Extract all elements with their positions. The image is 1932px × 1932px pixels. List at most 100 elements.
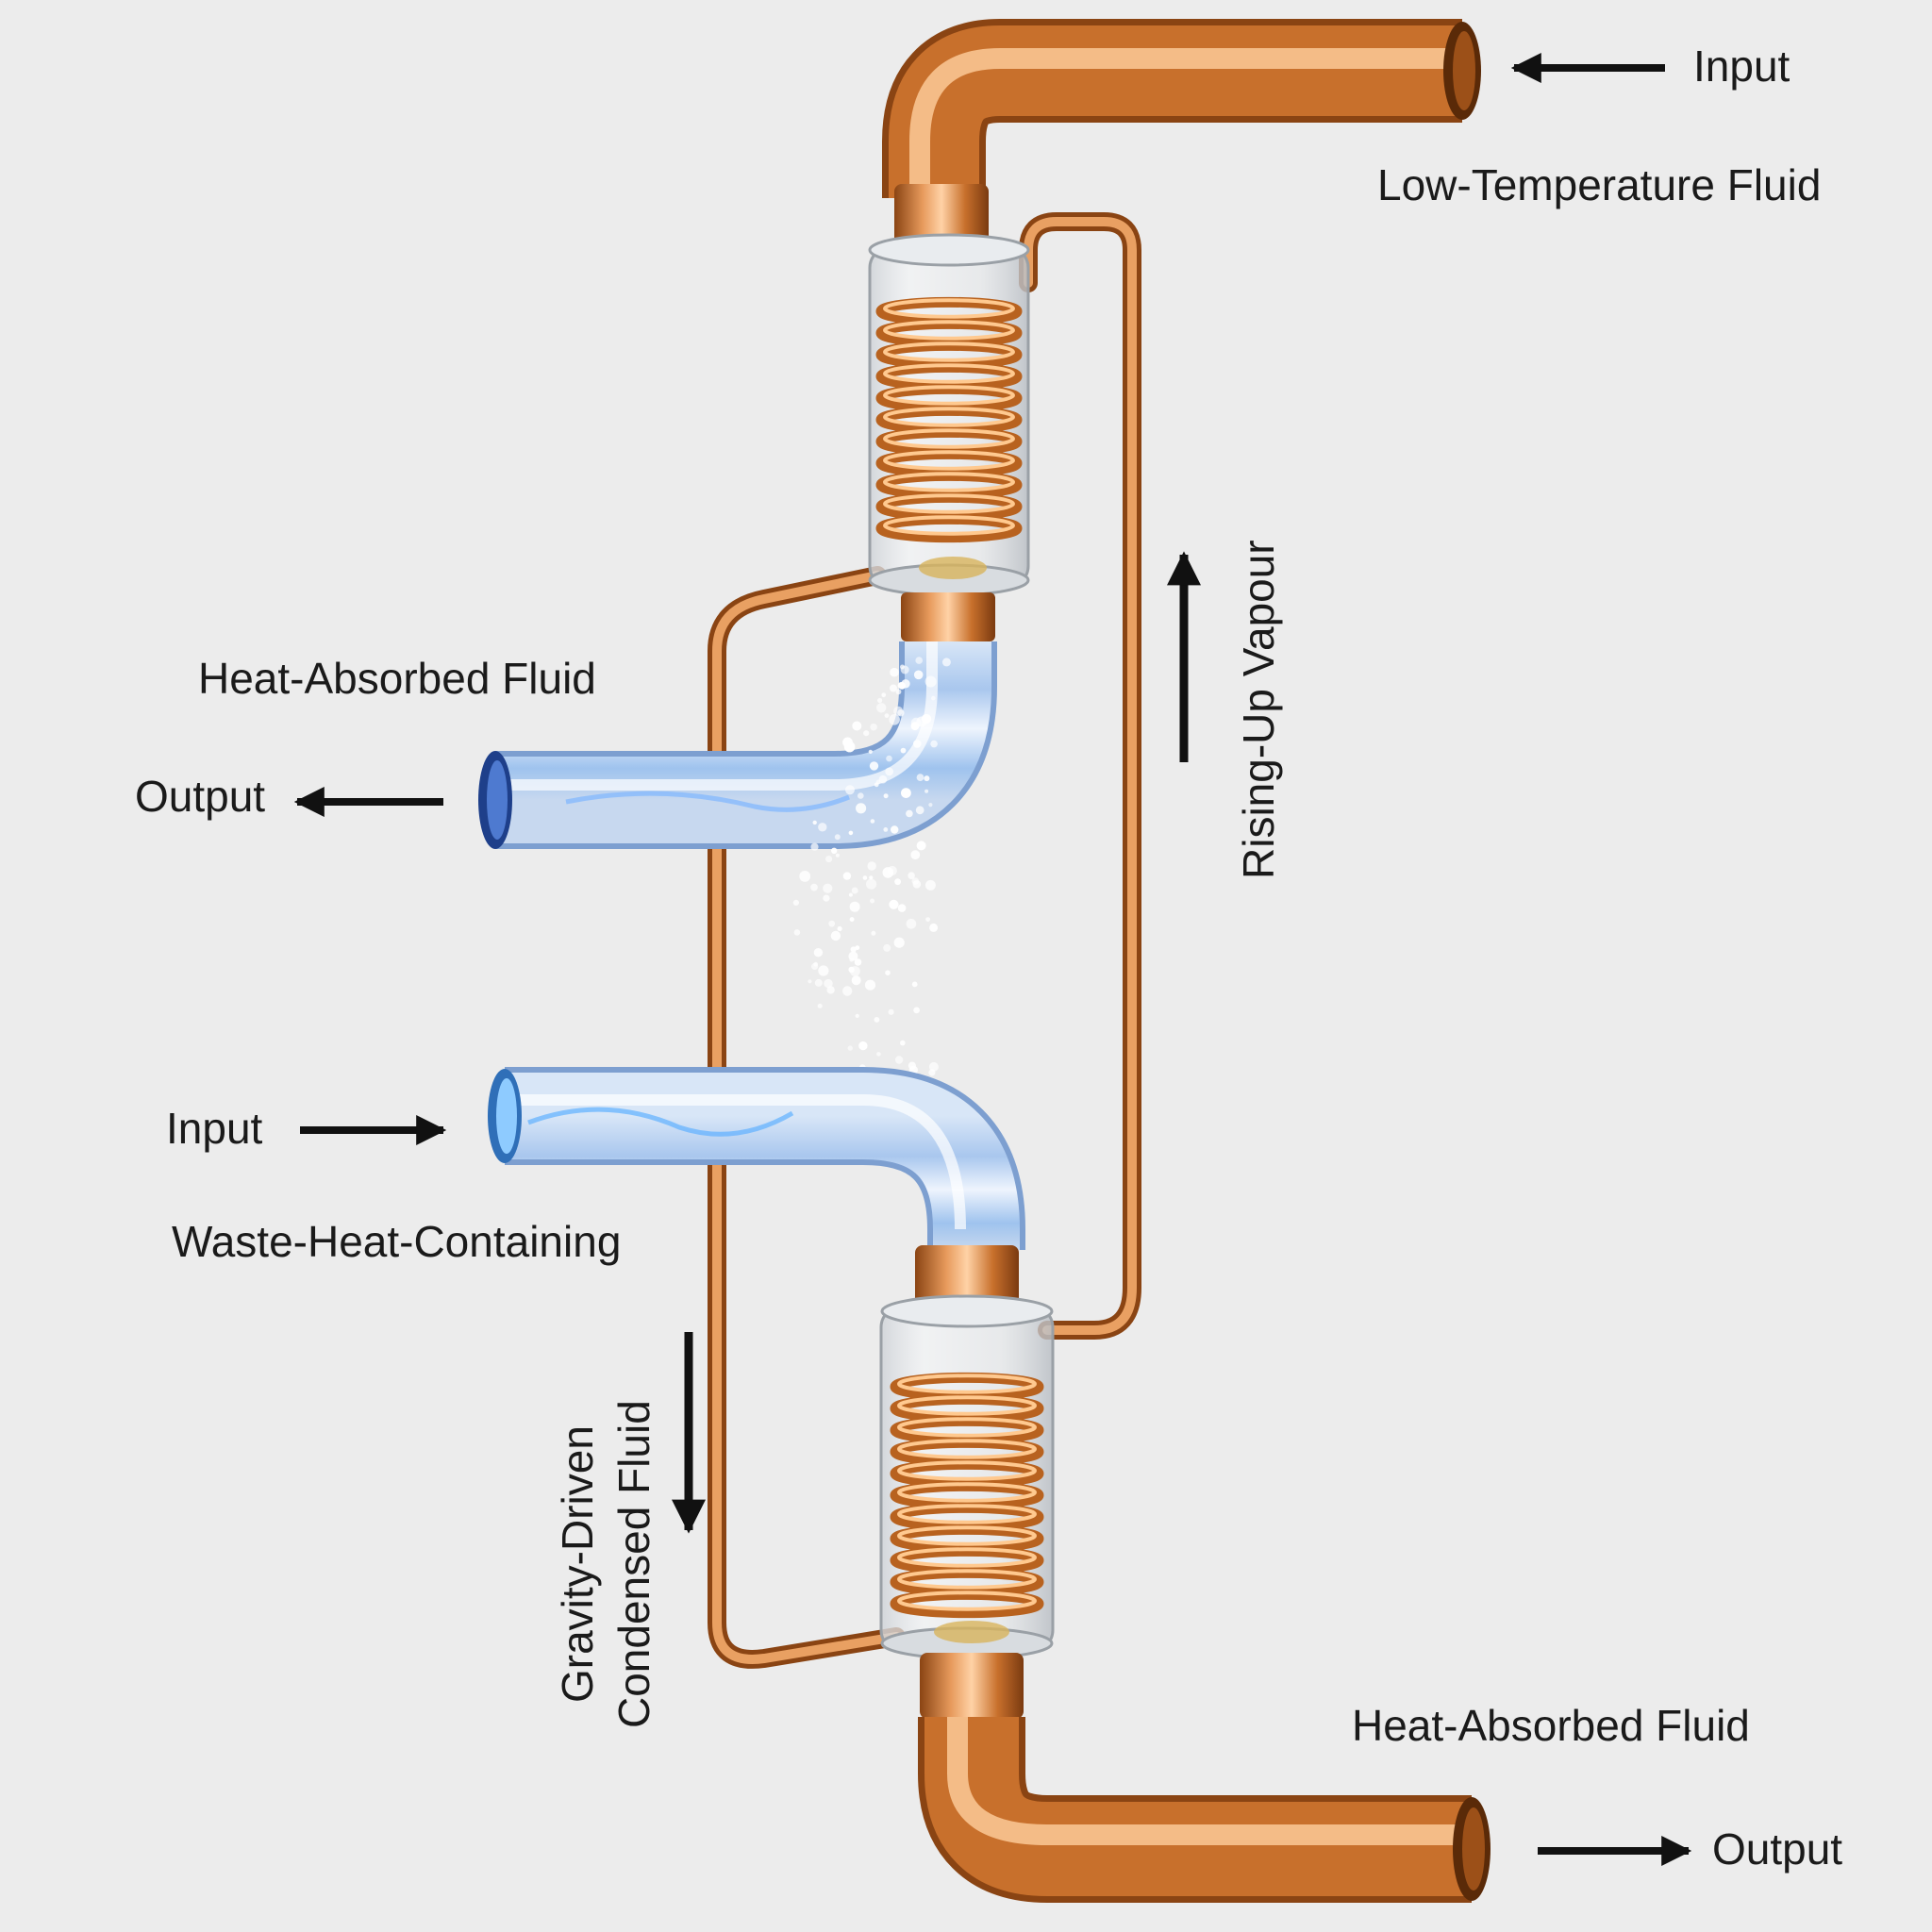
vapour-bubble — [930, 740, 938, 748]
coil-highlight — [897, 1569, 1037, 1590]
vapour-bubble — [881, 692, 887, 698]
vapour-bubble — [855, 1013, 859, 1018]
vapour-bubble — [893, 937, 905, 948]
vapour-bubble — [924, 675, 937, 688]
top-input-label: Input — [1693, 42, 1790, 91]
vapour-bubble — [874, 1017, 880, 1023]
coil-turn — [875, 513, 1023, 543]
vapour-bubble — [818, 823, 827, 832]
vapour-bubble — [870, 898, 875, 904]
vapour-bubble — [858, 1041, 868, 1051]
coil-highlight — [883, 472, 1015, 492]
coil-highlight — [883, 341, 1015, 362]
vapour-bubble — [878, 774, 888, 784]
vapour-bubble — [835, 853, 840, 858]
lower-input-label: Input — [166, 1104, 263, 1153]
vapour-bubble — [823, 883, 833, 893]
lower-evaporator-chamber — [879, 1294, 1055, 1660]
vapour-bubble — [924, 789, 929, 793]
vapour-bubble — [834, 834, 841, 841]
vapour-bubble — [849, 958, 854, 962]
vapour-bubble — [870, 723, 877, 731]
vapour-bubble — [900, 664, 905, 670]
vapour-bubble — [826, 986, 835, 994]
vapour-bubble — [837, 925, 842, 932]
vapour-bubble — [900, 747, 907, 754]
vapour-bubble — [910, 722, 920, 731]
vapour-bubble — [916, 841, 926, 851]
coil-highlight — [897, 1374, 1037, 1394]
vapour-bubble — [813, 961, 819, 967]
vapour-bubble — [870, 819, 875, 824]
vapour-bubble — [897, 682, 905, 689]
vapour-bubble — [916, 774, 924, 781]
vapour-bubble — [894, 878, 901, 886]
vapour-bubble — [888, 1008, 894, 1015]
vapour-bubble — [813, 948, 824, 958]
top-input-fluid-label: Low-Temperature Fluid — [1377, 160, 1821, 209]
vapour-bubble — [924, 775, 930, 782]
vapour-bubble — [913, 670, 924, 680]
vapour-bubble — [887, 865, 897, 876]
vapour-bubble — [866, 878, 877, 890]
vapour-bubble — [831, 847, 838, 854]
vapour-bubble — [929, 923, 939, 932]
upper-glass-outlet-pipe — [478, 592, 997, 849]
lower-coil — [890, 1372, 1044, 1619]
vapour-bubble — [913, 740, 922, 748]
coil-highlight — [897, 1460, 1037, 1481]
vapour-bubble — [851, 887, 858, 894]
vapour-bubble — [928, 1069, 936, 1076]
vapour-bubble — [885, 767, 894, 776]
vapour-bubble — [850, 946, 857, 953]
lower-input-fluid-label: Waste-Heat-Containing — [172, 1217, 621, 1266]
vapour-bubble — [842, 986, 853, 996]
vapour-bubble — [847, 1045, 853, 1051]
vapour-bubble — [928, 1061, 939, 1072]
vapour-bubble — [894, 1056, 904, 1064]
vapour-bubble — [915, 657, 923, 664]
vapour-bubble — [817, 1003, 823, 1008]
coil-highlight — [883, 450, 1015, 471]
vapour-bubble — [810, 883, 818, 891]
vapour-bubble — [856, 803, 867, 814]
vapour-bubble — [876, 1052, 881, 1057]
vapour-bubble — [924, 879, 936, 891]
vapour-bubble — [818, 965, 829, 976]
vapour-bubble — [808, 979, 812, 984]
coil-turn — [890, 1589, 1044, 1619]
coil-highlight — [883, 363, 1015, 384]
vapour-bubble — [854, 958, 862, 966]
coil-highlight — [883, 428, 1015, 449]
vapour-bubble — [915, 806, 924, 815]
vapour-bubble — [875, 779, 881, 785]
bottom-output-fluid-label: Heat-Absorbed Fluid — [1352, 1701, 1750, 1750]
vapour-bubble — [911, 981, 918, 988]
coil-highlight — [897, 1547, 1037, 1568]
vapour-bubble — [848, 892, 853, 897]
rising-vapour-label: Rising-Up Vapour — [1234, 540, 1283, 879]
vapour-bubble — [901, 788, 911, 798]
vapour-bubble — [863, 730, 870, 737]
coil-highlight — [883, 407, 1015, 427]
vapour-bubble — [911, 877, 920, 885]
vapour-bubble — [890, 667, 899, 677]
vapour-bubble — [814, 978, 823, 987]
vapour-bubble — [830, 930, 841, 941]
vapour-bubble — [906, 918, 917, 929]
coil-highlight — [897, 1525, 1037, 1546]
vapour-bubble — [824, 978, 833, 989]
coil-highlight — [883, 320, 1015, 341]
vapour-bubble — [868, 749, 873, 755]
vapour-bubble — [925, 917, 930, 922]
bottom-output-label: Output — [1712, 1824, 1842, 1874]
vapour-bubble — [893, 706, 904, 716]
vapour-bubble — [842, 737, 853, 748]
vapour-bubble — [931, 695, 936, 701]
vapour-bubble — [886, 755, 892, 762]
vapour-bubble — [855, 945, 860, 950]
condensed-fluid-label-line1: Gravity-Driven — [553, 1425, 602, 1703]
bottom-copper-outlet-pipe — [918, 1653, 1491, 1903]
vapour-bubble — [812, 820, 817, 825]
vapour-bubble — [885, 970, 891, 975]
